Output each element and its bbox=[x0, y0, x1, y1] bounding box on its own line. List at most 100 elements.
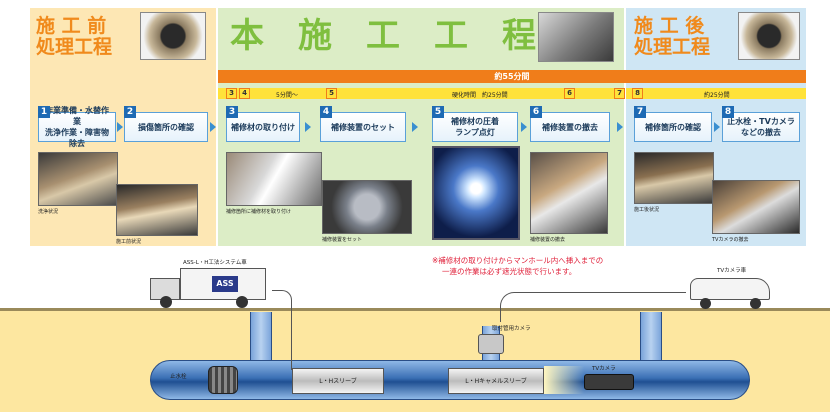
camera-label: 取付管用カメラ bbox=[492, 326, 531, 332]
step-label: 補修装置のセット bbox=[331, 122, 395, 132]
post-header-photo bbox=[738, 12, 800, 60]
ground-surface-line bbox=[0, 308, 830, 311]
wheel-icon bbox=[750, 298, 761, 309]
post-subtime-bar bbox=[626, 88, 806, 99]
flow-arrow-icon bbox=[305, 122, 311, 132]
timeline-segment-label: 約25分間 bbox=[704, 92, 730, 99]
step-box-6: 補修装置の撤去 bbox=[530, 112, 610, 142]
post-title-line1: 施 工 後 bbox=[634, 15, 705, 37]
photo-caption: 洗浄状況 bbox=[38, 209, 59, 215]
photo-set-device bbox=[322, 180, 412, 234]
wheel-icon bbox=[700, 298, 711, 309]
timeline-num-tag: 3 bbox=[226, 88, 237, 99]
step-number-badge: 5 bbox=[432, 106, 444, 118]
step-label: 補修装置の撤去 bbox=[542, 122, 598, 132]
note-line: 一連の作業は必ず遮光状態で行います。 bbox=[442, 267, 577, 276]
flow-arrow-icon bbox=[117, 122, 123, 132]
tv-camera-label: TVカメラ bbox=[592, 366, 616, 372]
truck-label: ASS-L・H工法システム車 bbox=[183, 260, 247, 266]
photo-pre-state bbox=[116, 184, 198, 236]
step-number-badge: 3 bbox=[226, 106, 238, 118]
photo-remove-tv-camera bbox=[712, 180, 800, 234]
main-subtime-bar bbox=[218, 88, 624, 99]
photo-remove-device bbox=[530, 152, 608, 234]
step-box-8: 止水栓・TVカメラなどの撤去 bbox=[722, 112, 800, 142]
main-title-char: 程 bbox=[502, 16, 540, 56]
manhole-shaft-right bbox=[640, 312, 662, 364]
main-title-char: 工 bbox=[434, 16, 472, 56]
photo-lamp-on bbox=[432, 146, 520, 240]
photo-caption: 施工後状況 bbox=[634, 207, 660, 213]
main-process-title: 本施工工程 bbox=[230, 16, 570, 56]
wheel-icon bbox=[160, 296, 172, 308]
step-number-badge: 6 bbox=[530, 106, 542, 118]
step-label: ランプ点灯 bbox=[455, 128, 495, 137]
photo-caption: 補修箇所に補修材を取り付け bbox=[226, 209, 292, 215]
flow-arrow-icon bbox=[521, 122, 527, 132]
pre-title-line1: 施 工 前 bbox=[36, 15, 107, 37]
flow-arrow-icon bbox=[617, 122, 623, 132]
photo-washing bbox=[38, 152, 118, 206]
ass-system-truck: ASS bbox=[146, 268, 266, 308]
camera-light-beam bbox=[544, 366, 584, 394]
step-label: 止水栓・TVカメラ bbox=[727, 117, 795, 126]
lh-sleeve: L・Hスリーブ bbox=[292, 368, 384, 394]
lateral-camera-icon bbox=[478, 334, 504, 354]
truck-logo: ASS bbox=[212, 276, 238, 292]
photo-caption: 補修装置をセット bbox=[322, 237, 363, 243]
step-number-badge: 1 bbox=[38, 106, 50, 118]
timeline-segment-label: 5分間～ bbox=[276, 92, 298, 99]
tv-camera-van bbox=[686, 276, 772, 309]
main-title-char: 本 bbox=[230, 16, 268, 56]
step-box-2: 損傷箇所の確認 bbox=[124, 112, 208, 142]
total-time-bar: 約55分間 bbox=[218, 70, 806, 83]
step-number-badge: 2 bbox=[124, 106, 136, 118]
step-label: などの撤去 bbox=[741, 128, 781, 137]
step-label: 洗浄作業・障害物除去 bbox=[45, 128, 109, 148]
pre-header-photo bbox=[140, 12, 206, 60]
step-box-4: 補修装置のセット bbox=[320, 112, 406, 142]
timeline-num-tag: 6 bbox=[564, 88, 575, 99]
timeline-num-tag: 8 bbox=[632, 88, 643, 99]
step-number-badge: 4 bbox=[320, 106, 332, 118]
photo-attach-material bbox=[226, 152, 322, 206]
step-box-5: 補修材の圧着ランプ点灯 bbox=[432, 112, 518, 142]
photo-post-state bbox=[634, 152, 714, 204]
step-box-7: 補修箇所の確認 bbox=[634, 112, 712, 142]
step-box-3: 補修材の取り付け bbox=[226, 112, 300, 142]
flow-arrow-icon bbox=[714, 122, 720, 132]
pre-process-title: 施 工 前 処理工程 bbox=[36, 16, 112, 58]
step-number-badge: 7 bbox=[634, 106, 646, 118]
timeline-num-tag: 4 bbox=[239, 88, 250, 99]
tv-van-label: TVカメラ車 bbox=[717, 268, 747, 274]
main-header-photo bbox=[538, 12, 614, 62]
step-label: 損傷箇所の確認 bbox=[138, 122, 194, 132]
flow-arrow-icon bbox=[412, 122, 418, 132]
manhole-shaft-left bbox=[250, 312, 272, 364]
wheel-icon bbox=[236, 296, 248, 308]
cable-line bbox=[272, 290, 292, 370]
step-box-1: 作業準備・水替作業洗浄作業・障害物除去 bbox=[38, 106, 116, 148]
main-title-char: 工 bbox=[366, 16, 404, 56]
flow-arrow-icon bbox=[210, 122, 216, 132]
shading-note: ※補修材の取り付けからマンホール内へ挿入までの 一連の作業は必ず遮光状態で行いま… bbox=[432, 255, 603, 277]
photo-caption: TVカメラの撤去 bbox=[712, 237, 749, 243]
step-number-badge: 8 bbox=[722, 106, 734, 118]
post-title-line2: 処理工程 bbox=[634, 36, 711, 58]
cable-line bbox=[500, 292, 686, 322]
main-title-char: 施 bbox=[298, 16, 336, 56]
step-label: 補修箇所の確認 bbox=[645, 122, 701, 132]
note-line: ※補修材の取り付けからマンホール内へ挿入までの bbox=[432, 256, 604, 265]
step-label: 作業準備・水替作業 bbox=[45, 106, 109, 126]
step-label: 補修材の取り付け bbox=[231, 122, 295, 132]
van-body bbox=[690, 278, 770, 300]
step-label: 補修材の圧着 bbox=[451, 117, 499, 126]
timeline-segment-label: 硬化時間 約25分間 bbox=[452, 92, 508, 99]
pre-title-line2: 処理工程 bbox=[36, 36, 113, 58]
tv-camera-crawler-icon bbox=[584, 374, 634, 390]
timeline-num-tag: 7 bbox=[614, 88, 625, 99]
post-process-title: 施 工 後 処理工程 bbox=[634, 16, 710, 58]
stopper-label: 止水栓 bbox=[170, 374, 187, 380]
photo-caption: 補修装置の撤去 bbox=[530, 237, 566, 243]
lh-camel-sleeve: L・Hキャメルスリーブ bbox=[448, 368, 544, 394]
